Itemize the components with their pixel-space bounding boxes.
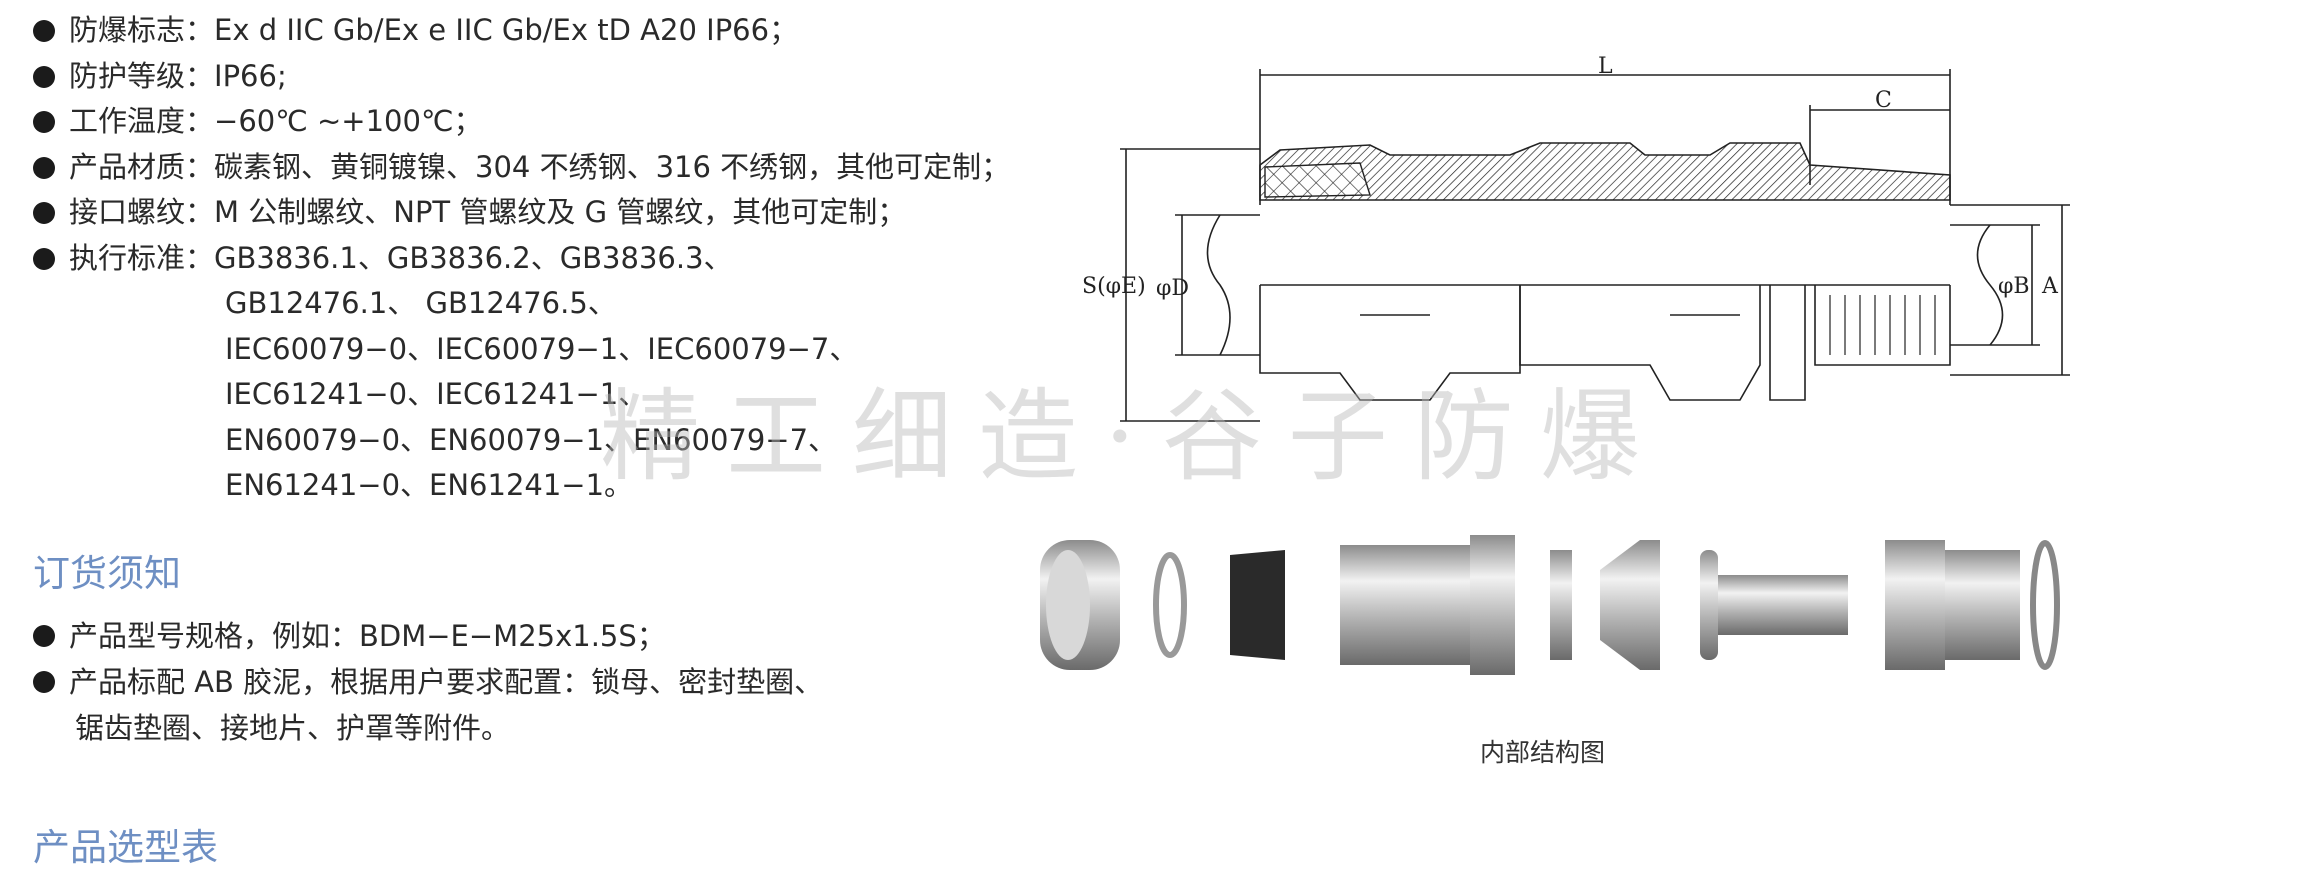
- spec-protection: 防护等级： IP66;: [33, 54, 1010, 100]
- spec-label: 工作温度：: [69, 104, 215, 138]
- bullet-icon: [33, 20, 55, 42]
- exploded-parts-photo: [1040, 535, 2060, 675]
- spec-label: 防护等级：: [69, 58, 215, 93]
- bullet-icon: [33, 247, 55, 270]
- standards-line: EN60079−0、EN60079−1、EN60079−7、: [225, 422, 838, 457]
- dim-A-label: A: [2041, 274, 2059, 299]
- dim-S-label: S(φE): [1082, 274, 1146, 299]
- standards-line: IEC60079−0、IEC60079−1、IEC60079−7、: [225, 331, 859, 366]
- selection-table-title: 产品选型表: [33, 826, 218, 869]
- dim-B-label: φB: [1998, 274, 2030, 299]
- bullet-icon: [33, 156, 55, 179]
- spec-temperature: 工作温度： −60℃ ~+100℃；: [33, 99, 1010, 145]
- order-notice-title: 订货须知: [33, 552, 181, 595]
- spec-value: M 公制螺纹、NPT 管螺纹及 G 管螺纹，其他可定制；: [214, 195, 907, 229]
- spec-value: IP66;: [214, 58, 287, 93]
- bullet-icon: [33, 202, 55, 224]
- spec-label: 防爆标志：: [69, 13, 215, 47]
- spec-value: 碳素钢、黄铜镀镍、304 不绣钢、316 不绣钢，其他可定制；: [214, 149, 1011, 184]
- spec-label: 接口螺纹：: [69, 195, 215, 229]
- dim-C-label: C: [1875, 88, 1892, 113]
- spec-value: Ex d IIC Gb/Ex e IIC Gb/Ex tD A20 IP66；: [214, 13, 799, 47]
- dim-D-label: φD: [1156, 276, 1189, 301]
- cable-gland-drawing: L C S(φE) φD φB A: [1082, 55, 2070, 422]
- order-item: 产品标配 AB 胶泥，根据用户要求配置：锁母、密封垫圈、: [33, 659, 823, 705]
- diagram-caption: 内部结构图: [1480, 738, 1606, 767]
- bullet-icon: [33, 671, 55, 693]
- dim-L-label: L: [1598, 55, 1613, 79]
- spec-label: 执行标准：: [69, 240, 215, 275]
- standards-line: IEC61241−0、IEC61241−1、: [225, 377, 648, 411]
- bullet-icon: [33, 65, 55, 88]
- spec-value: GB3836.1、GB3836.2、GB3836.3、: [214, 240, 733, 275]
- spec-explosion-mark: 防爆标志： Ex d IIC Gb/Ex e IIC Gb/Ex tD A20 …: [33, 8, 1010, 54]
- watermark-text: 精工细造·谷子防爆: [600, 378, 1666, 495]
- order-list: 产品型号规格，例如：BDM−E−M25x1.5S； 产品标配 AB 胶泥，根据用…: [33, 613, 823, 751]
- order-item-continuation: 锯齿垫圈、接地片、护罩等附件。: [75, 711, 511, 745]
- standards-line: EN61241−0、EN61241−1。: [225, 468, 634, 502]
- standards-line: GB12476.1、 GB12476.5、: [225, 286, 617, 320]
- spec-material: 产品材质： 碳素钢、黄铜镀镍、304 不绣钢、316 不绣钢，其他可定制；: [33, 145, 1010, 191]
- spec-standards: 执行标准： GB3836.1、GB3836.2、GB3836.3、: [33, 236, 1010, 282]
- bullet-icon: [33, 625, 55, 647]
- spec-list: 防爆标志： Ex d IIC Gb/Ex e IIC Gb/Ex tD A20 …: [33, 8, 1010, 509]
- order-item: 产品型号规格，例如：BDM−E−M25x1.5S；: [33, 613, 823, 659]
- order-item-text: 产品标配 AB 胶泥，根据用户要求配置：锁母、密封垫圈、: [69, 665, 824, 699]
- spec-value: −60℃ ~+100℃；: [214, 104, 483, 138]
- spec-thread: 接口螺纹： M 公制螺纹、NPT 管螺纹及 G 管螺纹，其他可定制；: [33, 190, 1010, 236]
- spec-label: 产品材质：: [69, 149, 215, 184]
- order-item-text: 产品型号规格，例如：BDM−E−M25x1.5S；: [69, 619, 666, 653]
- bullet-icon: [33, 111, 55, 133]
